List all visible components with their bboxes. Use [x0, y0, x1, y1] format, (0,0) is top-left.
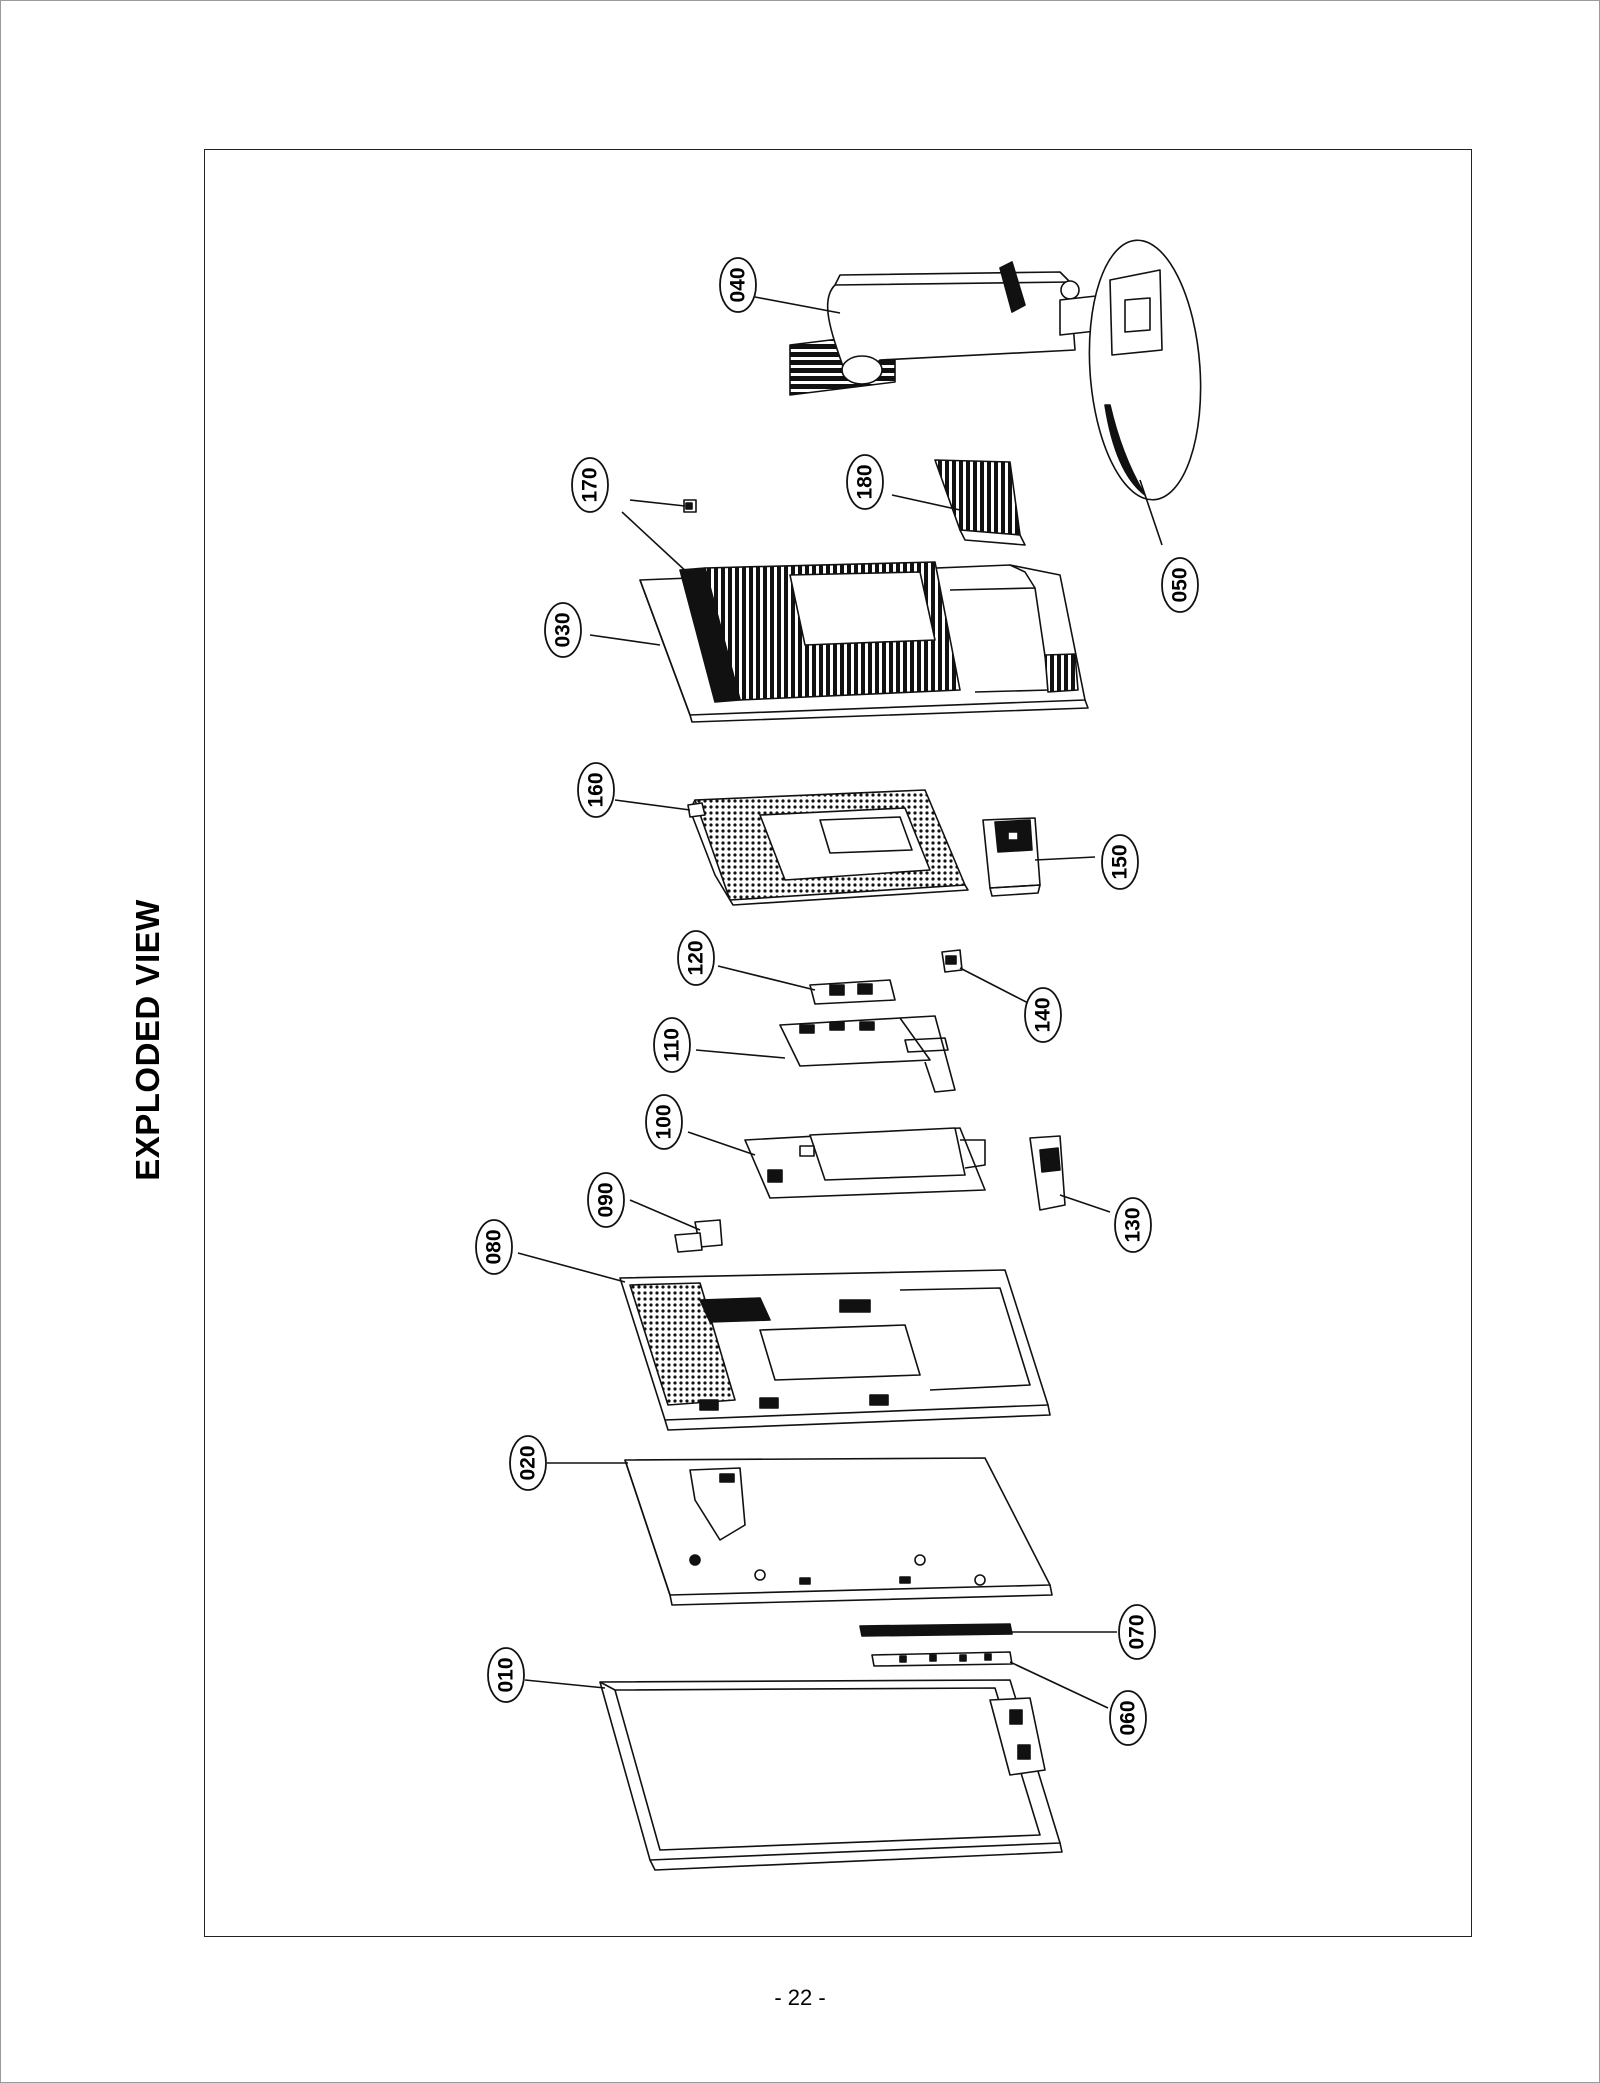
callout-080: 080: [475, 1219, 513, 1275]
callout-090-label: 090: [595, 1182, 618, 1217]
callout-110: 110: [653, 1017, 691, 1073]
callout-170: 170: [571, 457, 609, 513]
callout-100-label: 100: [653, 1104, 676, 1139]
callout-160: 160: [577, 762, 615, 818]
side-bracket-part: [1029, 1135, 1066, 1211]
callout-020: 020: [509, 1435, 547, 1491]
callout-130: 130: [1114, 1197, 1152, 1253]
callout-020-label: 020: [517, 1445, 540, 1480]
rear-module-part: [982, 817, 1041, 897]
callout-140: 140: [1024, 987, 1062, 1043]
control-button-strip-part: [859, 1623, 1013, 1637]
clip-part: [683, 499, 697, 513]
callout-060-label: 060: [1117, 1700, 1140, 1735]
callout-180: 180: [846, 454, 884, 510]
callout-120: 120: [677, 930, 715, 986]
power-board-part: [744, 1127, 986, 1199]
callout-120-label: 120: [685, 940, 708, 975]
callout-070: 070: [1118, 1604, 1156, 1660]
small-bracket-part: [674, 1219, 723, 1253]
control-board-part: [871, 1651, 1013, 1667]
hinge-cover-part: [934, 459, 1026, 546]
connector-part: [941, 949, 963, 973]
page-number: - 22 -: [774, 1985, 826, 2010]
callout-150: 150: [1101, 834, 1139, 890]
front-cabinet-part: [599, 1679, 1063, 1871]
callout-030: 030: [544, 602, 582, 658]
callout-050-label: 050: [1169, 567, 1192, 602]
callout-160-label: 160: [585, 772, 608, 807]
diagram-frame: [204, 149, 1472, 1937]
shield-case-part: [687, 789, 969, 906]
callout-060: 060: [1109, 1690, 1147, 1746]
callout-010-label: 010: [495, 1657, 518, 1692]
stand-base-part: [1088, 239, 1202, 501]
callout-070-label: 070: [1126, 1614, 1149, 1649]
callout-010: 010: [487, 1647, 525, 1703]
callout-170-label: 170: [579, 467, 602, 502]
callout-050: 050: [1161, 557, 1199, 613]
callout-030-label: 030: [552, 612, 575, 647]
callout-100: 100: [645, 1094, 683, 1150]
callout-090: 090: [587, 1172, 625, 1228]
callout-080-label: 080: [483, 1229, 506, 1264]
callout-140-label: 140: [1032, 997, 1055, 1032]
callout-040: 040: [719, 257, 757, 313]
callout-040-label: 040: [727, 267, 750, 302]
board-shield-part: [809, 979, 896, 1005]
callout-150-label: 150: [1109, 844, 1132, 879]
stand-body-part: [789, 261, 1106, 396]
callout-110-label: 110: [661, 1028, 684, 1062]
back-cover-part: [639, 561, 1089, 723]
main-frame-part: [619, 1269, 1051, 1431]
main-board-part: [779, 1015, 956, 1093]
lcd-panel-part: [624, 1457, 1053, 1606]
callout-180-label: 180: [854, 464, 877, 499]
callout-130-label: 130: [1122, 1207, 1145, 1242]
